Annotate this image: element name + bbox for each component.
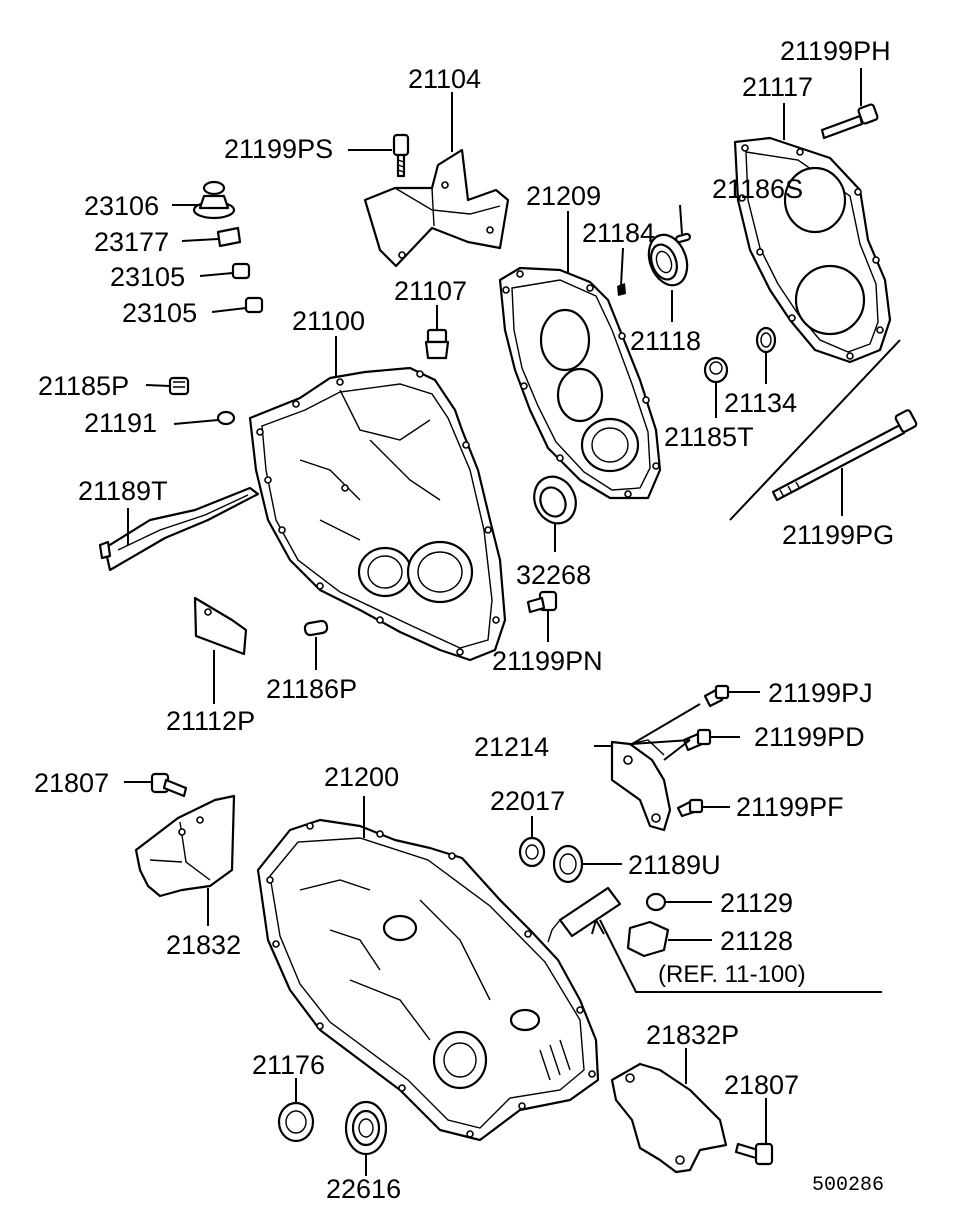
part-21199PS-bolt[interactable] bbox=[392, 133, 410, 178]
label-21186P: 21186P bbox=[266, 674, 357, 704]
label-21832P: 21832P bbox=[646, 1020, 739, 1050]
part-21832-bracket[interactable] bbox=[134, 794, 236, 898]
label-21199PJ: 21199PJ bbox=[768, 678, 873, 708]
part-21807-bolt-upper[interactable] bbox=[150, 772, 188, 798]
part-21112P-plate[interactable] bbox=[193, 596, 248, 656]
part-21199PN-bolt[interactable] bbox=[526, 590, 558, 614]
part-21807-bolt-lower[interactable] bbox=[734, 1142, 774, 1166]
part-22017-oil-seal[interactable] bbox=[518, 836, 546, 868]
part-21191-o-ring[interactable] bbox=[216, 410, 236, 426]
part-21186P-dowel-pin[interactable] bbox=[303, 619, 329, 637]
part-21200-housing[interactable] bbox=[256, 818, 600, 1142]
part-21832P-bracket[interactable] bbox=[610, 1062, 728, 1174]
label-21199PD: 21199PD bbox=[754, 722, 865, 752]
label-21189U: 21189U bbox=[628, 850, 721, 880]
label-21104: 21104 bbox=[408, 64, 481, 94]
label-22017: 22017 bbox=[490, 786, 565, 816]
label-23106: 23106 bbox=[84, 191, 159, 221]
part-23105-bushing-upper[interactable] bbox=[231, 262, 251, 280]
label-21128: 21128 bbox=[720, 926, 793, 956]
part-21209-plate[interactable] bbox=[498, 266, 662, 500]
part-21185P-plug[interactable] bbox=[168, 376, 190, 396]
label-21112P: 21112P bbox=[166, 706, 255, 736]
label-23105-upper: 23105 bbox=[110, 262, 185, 292]
part-21185T-plug[interactable] bbox=[703, 356, 729, 384]
part-21107-plug[interactable] bbox=[424, 328, 450, 360]
part-21184-pin[interactable] bbox=[617, 283, 626, 296]
part-21176-oil-seal[interactable] bbox=[277, 1101, 315, 1143]
part-21214-bracket[interactable] bbox=[610, 739, 672, 832]
label-22616: 22616 bbox=[326, 1174, 401, 1204]
part-23177-bushing[interactable] bbox=[216, 226, 242, 248]
label-21199PF: 21199PF bbox=[736, 792, 844, 822]
part-21128-clip[interactable] bbox=[626, 920, 670, 958]
part-21134-washer[interactable] bbox=[755, 326, 777, 354]
label-21129: 21129 bbox=[720, 888, 793, 918]
label-21199PG: 21199PG bbox=[782, 520, 894, 550]
label-21118: 21118 bbox=[630, 326, 701, 356]
label-21214: 21214 bbox=[474, 732, 549, 762]
label-21176: 21176 bbox=[252, 1050, 325, 1080]
label-21832: 21832 bbox=[166, 930, 241, 960]
part-number-labels: 21104 21199PS 23106 23177 23105 23105 21… bbox=[34, 36, 894, 1204]
part-22616-oil-seal[interactable] bbox=[344, 1100, 388, 1156]
part-21189T-gasket[interactable] bbox=[98, 486, 260, 572]
part-23106-boot[interactable] bbox=[192, 180, 236, 220]
leader-lines bbox=[124, 68, 901, 1176]
label-21807-lower: 21807 bbox=[724, 1070, 799, 1100]
part-23105-bushing-lower[interactable] bbox=[244, 296, 264, 314]
part-21199PG-long-bolt[interactable] bbox=[771, 409, 918, 502]
part-21199PD-bolt[interactable] bbox=[682, 728, 712, 752]
part-21104-bracket[interactable] bbox=[363, 148, 510, 268]
label-21185P: 21185P bbox=[38, 371, 129, 401]
label-21807-upper: 21807 bbox=[34, 768, 109, 798]
label-21209: 21209 bbox=[526, 181, 601, 211]
label-32268: 32268 bbox=[516, 560, 591, 590]
reference-note: (REF. 11-100) bbox=[658, 961, 806, 988]
label-21184: 21184 bbox=[582, 218, 655, 248]
label-23177: 23177 bbox=[94, 227, 169, 257]
part-32268-oil-seal[interactable] bbox=[527, 470, 584, 530]
label-21200: 21200 bbox=[324, 762, 399, 792]
part-21118-oil-seal[interactable] bbox=[642, 229, 694, 290]
label-21185T: 21185T bbox=[664, 422, 754, 452]
part-21100-case[interactable] bbox=[248, 366, 507, 662]
label-21199PS: 21199PS bbox=[224, 134, 333, 164]
label-23105-lower: 23105 bbox=[122, 298, 197, 328]
part-21129-cap[interactable] bbox=[645, 892, 667, 912]
label-21117: 21117 bbox=[742, 72, 813, 102]
sealant-tube bbox=[547, 886, 622, 943]
label-21199PH: 21199PH bbox=[780, 36, 891, 66]
label-21107: 21107 bbox=[394, 276, 467, 306]
label-21191: 21191 bbox=[84, 408, 157, 438]
part-21199PH-bolt[interactable] bbox=[820, 103, 879, 140]
part-21189U-gear[interactable] bbox=[552, 844, 584, 884]
label-21189T: 21189T bbox=[78, 476, 168, 506]
label-21199PN: 21199PN bbox=[492, 646, 603, 676]
part-21199PF-bolt[interactable] bbox=[676, 798, 704, 818]
label-21134: 21134 bbox=[724, 388, 797, 418]
part-21117-cover[interactable] bbox=[733, 136, 892, 364]
part-21199PJ-bolt[interactable] bbox=[703, 684, 730, 708]
label-21100: 21100 bbox=[292, 306, 365, 336]
label-21186S: 21186S bbox=[712, 174, 803, 204]
drawing-id: 500286 bbox=[812, 1174, 884, 1197]
